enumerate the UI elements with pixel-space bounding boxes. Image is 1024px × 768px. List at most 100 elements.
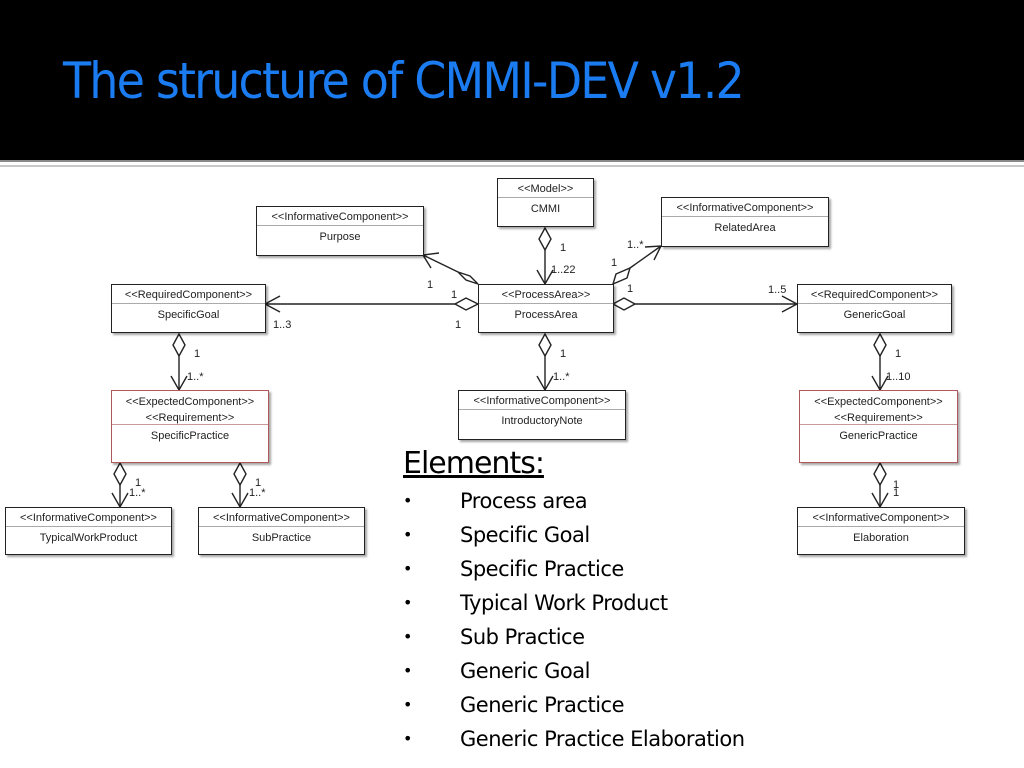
class-name: GenericGoal	[843, 309, 906, 321]
class-typical-work-product: <<InformativeComponent>> TypicalWorkProd…	[5, 507, 172, 555]
stereotype-requirement: <<Requirement>>	[145, 412, 235, 424]
bullet-icon: •	[403, 593, 412, 612]
class-related-area: <<InformativeComponent>> RelatedArea	[661, 197, 829, 247]
class-elaboration: <<InformativeComponent>> Elaboration	[797, 507, 965, 555]
bullet-icon: •	[403, 695, 412, 714]
multiplicity-label: 1	[135, 477, 141, 489]
class-generic-practice: <<ExpectedComponent>> <<Requirement>> Ge…	[799, 390, 958, 463]
class-cmmi: <<Model>> CMMI	[497, 178, 594, 227]
list-item-label: Specific Goal	[460, 523, 590, 547]
bullet-icon: •	[403, 525, 412, 544]
association-cmmi-processarea: 1 1..22	[536, 226, 575, 286]
class-name: SpecificPractice	[150, 430, 230, 442]
class-name: RelatedArea	[714, 222, 776, 234]
list-item: • Specific Practice	[403, 552, 745, 586]
slide-header: The structure of CMMI-DEV v1.2	[0, 0, 1024, 160]
bullet-icon: •	[403, 491, 412, 510]
multiplicity-label: 1..5	[768, 284, 786, 296]
list-item-label: Process area	[460, 489, 588, 513]
elements-heading: Elements:	[403, 446, 545, 481]
slide-title: The structure of CMMI-DEV v1.2	[63, 52, 745, 110]
header-divider	[0, 160, 1024, 162]
association-processarea-relatedarea: 1 1..*	[611, 239, 663, 286]
bullet-icon: •	[403, 627, 412, 646]
class-sub-practice: <<InformativeComponent>> SubPractice	[198, 507, 365, 555]
multiplicity-label: 1..*	[627, 239, 644, 251]
list-item: • Generic Practice	[403, 688, 745, 722]
multiplicity-label: 1	[451, 289, 457, 301]
stereotype-label: <<Model>>	[498, 179, 593, 198]
multiplicity-label: 1..*	[249, 487, 266, 499]
class-name: CMMI	[530, 203, 561, 215]
class-generic-goal: <<RequiredComponent>> GenericGoal	[797, 284, 952, 333]
multiplicity-label: 1	[611, 257, 617, 269]
class-name: Purpose	[319, 231, 361, 243]
class-name: SpecificGoal	[157, 309, 220, 321]
multiplicity-label: 1	[627, 283, 633, 295]
class-name: ProcessArea	[514, 309, 578, 321]
stereotype-label: <<InformativeComponent>>	[459, 391, 625, 410]
multiplicity-label: 1	[560, 348, 566, 360]
list-item-label: Generic Goal	[460, 659, 590, 683]
bullet-icon: •	[403, 559, 412, 578]
association-specificpractice-subpractice: 1 1..*	[231, 461, 266, 509]
multiplicity-label: 1..*	[129, 487, 146, 499]
multiplicity-label: 1	[895, 348, 901, 360]
association-genericpractice-elaboration: 1 1	[871, 461, 899, 509]
stereotype-label: <<InformativeComponent>>	[662, 198, 828, 217]
stereotype-label: <<InformativeComponent>>	[257, 207, 423, 226]
list-item: • Generic Practice Elaboration	[403, 722, 745, 756]
multiplicity-label: 1	[255, 477, 261, 489]
multiplicity-label: 1	[194, 348, 200, 360]
stereotype-label: <<RequiredComponent>>	[112, 285, 265, 304]
class-specific-goal: <<RequiredComponent>> SpecificGoal	[111, 284, 266, 333]
class-name: IntroductoryNote	[501, 415, 583, 427]
class-name: TypicalWorkProduct	[39, 532, 138, 544]
list-item-label: Typical Work Product	[460, 591, 668, 615]
bullet-icon: •	[403, 661, 412, 680]
multiplicity-label: 1	[893, 479, 899, 491]
multiplicity-label: 1	[893, 487, 899, 499]
stereotype-label: <<RequiredComponent>>	[798, 285, 951, 304]
elements-list-section: Elements: • Process area • Specific Goal •…	[403, 444, 745, 756]
list-item-label: Generic Practice Elaboration	[460, 727, 745, 751]
multiplicity-label: 1	[455, 319, 461, 331]
stereotype-requirement: <<Requirement>>	[834, 412, 923, 424]
multiplicity-label: 1	[427, 279, 433, 291]
class-name: GenericPractice	[839, 430, 918, 442]
list-item-label: Specific Practice	[460, 557, 624, 581]
list-item-label: Generic Practice	[460, 693, 625, 717]
multiplicity-label: 1..22	[551, 264, 575, 276]
class-process-area: <<ProcessArea>> ProcessArea	[478, 284, 614, 333]
association-processarea-specificgoal: 1 1 1..3	[263, 289, 480, 331]
stereotype-label: <<InformativeComponent>>	[6, 508, 171, 527]
class-purpose: <<InformativeComponent>> Purpose	[256, 206, 424, 256]
class-introductory-note: <<InformativeComponent>> IntroductoryNot…	[458, 390, 626, 440]
association-specificgoal-specificpractice: 1 1..*	[170, 332, 204, 392]
association-processarea-genericgoal: 1 1..5	[611, 283, 799, 313]
elements-list: • Process area • Specific Goal • Specific P…	[403, 484, 745, 756]
list-item: • Process area	[403, 484, 745, 518]
list-item-label: Sub Practice	[460, 625, 585, 649]
stereotype-label: <<InformativeComponent>>	[798, 508, 964, 527]
list-item: • Typical Work Product	[403, 586, 745, 620]
multiplicity-label: 1..10	[886, 371, 910, 383]
stereotype-label: <<InformativeComponent>>	[199, 508, 364, 527]
stereotype-expected: <<ExpectedComponent>>	[814, 396, 943, 408]
multiplicity-label: 1..3	[273, 319, 291, 331]
list-item: • Specific Goal	[403, 518, 745, 552]
list-item: • Generic Goal	[403, 654, 745, 688]
stereotype-label: <<ExpectedComponent>> <<Requirement>>	[112, 391, 268, 425]
list-item: • Sub Practice	[403, 620, 745, 654]
header-divider-secondary	[0, 165, 1024, 167]
multiplicity-label: 1..*	[187, 371, 204, 383]
class-name: SubPractice	[251, 532, 312, 544]
class-name: Elaboration	[853, 532, 909, 544]
association-genericgoal-genericpractice: 1 1..10	[871, 332, 910, 392]
multiplicity-label: 1..*	[553, 371, 570, 383]
bullet-icon: •	[403, 729, 412, 748]
stereotype-label: <<ExpectedComponent>> <<Requirement>>	[800, 391, 957, 425]
association-processarea-purpose: 1	[421, 252, 479, 291]
stereotype-label: <<ProcessArea>>	[479, 285, 613, 304]
